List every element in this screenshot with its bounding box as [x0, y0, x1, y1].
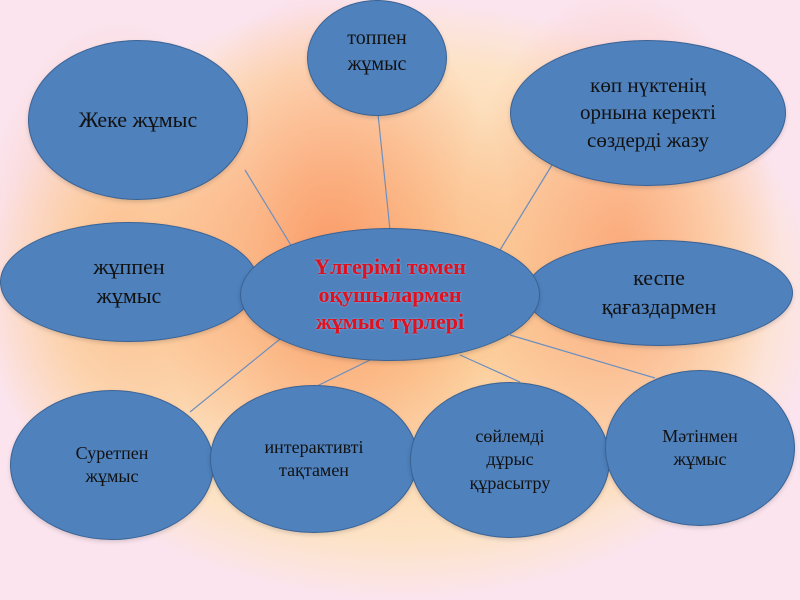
node-label: жұмыс: [85, 466, 139, 486]
center-label: Үлгерімі төмен: [314, 254, 466, 280]
center-label: жұмыс түрлері: [315, 309, 465, 335]
node-kespe: кеспе қағаздармен: [525, 240, 793, 346]
link-toppen: [377, 113, 391, 231]
node-label: қағаздармен: [601, 294, 717, 319]
node-suretpen: Суретпен жұмыс: [10, 390, 214, 540]
node-label: жұмыс: [96, 283, 162, 308]
node-label: жұмыс: [673, 449, 727, 469]
node-label: Суретпен: [75, 442, 149, 463]
node-toppen: топпен жұмыс: [307, 0, 447, 116]
node-label: сөйлемді: [475, 425, 545, 446]
node-label: интерактивті: [264, 436, 364, 457]
node-label: тақтамен: [279, 460, 349, 480]
node-label: Жеке жұмыс: [78, 106, 198, 132]
node-jeke: Жеке жұмыс: [28, 40, 248, 200]
node-label: құрасытру: [469, 472, 551, 493]
node-matin: Мәтінмен жұмыс: [605, 370, 795, 526]
node-label: жұппен: [93, 254, 165, 280]
node-label: көп нүктенің: [590, 73, 706, 98]
link-matin: [509, 334, 656, 379]
link-kop-nukte: [499, 164, 553, 251]
node-label: Мәтінмен: [662, 425, 738, 446]
node-label: топпен: [347, 27, 407, 49]
node-label: дұрыс: [486, 449, 534, 470]
link-suretpen: [189, 334, 286, 413]
center-label: оқушылармен: [318, 281, 462, 307]
node-label: кеспе: [633, 265, 685, 291]
link-interaktiv: [314, 359, 371, 388]
link-soilem: [459, 354, 521, 383]
node-juppen: жұппен жұмыс: [0, 222, 258, 342]
node-label: орнына керекті: [580, 100, 716, 125]
node-label: жұмыс: [347, 53, 407, 75]
node-interaktiv: интерактивті тақтамен: [210, 385, 418, 533]
node-label: сөздерді жазу: [587, 127, 709, 152]
